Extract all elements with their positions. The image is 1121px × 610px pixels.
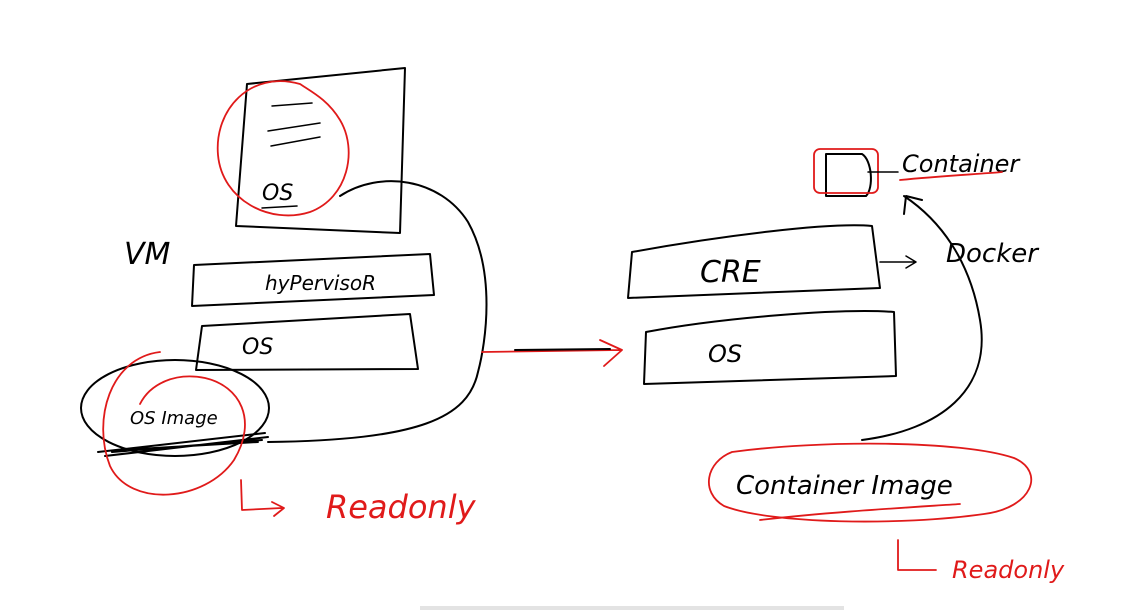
cre-box bbox=[627, 224, 881, 299]
host-os-right-label: OS bbox=[708, 340, 742, 368]
guest-box bbox=[235, 67, 406, 234]
host-os-left-box bbox=[195, 313, 419, 371]
vm-stack: OS hyPervisoR VM OS OS Image Readonly bbox=[80, 67, 488, 526]
container-stack: CRE Docker OS Container Container Image … bbox=[627, 148, 1065, 584]
cre-label: CRE bbox=[700, 255, 761, 290]
hypervisor-box bbox=[191, 253, 435, 307]
host-os-right-box bbox=[643, 310, 897, 385]
readonly-left-label: Readonly bbox=[326, 488, 477, 526]
readonly-left-arrow bbox=[240, 479, 285, 517]
hypervisor-label: hyPervisoR bbox=[265, 271, 376, 295]
cre-to-docker-arrow bbox=[879, 255, 917, 269]
container-image-underline bbox=[759, 503, 961, 521]
image-to-container-curve bbox=[861, 195, 983, 441]
vm-loop-curve bbox=[267, 180, 488, 443]
app-line-1 bbox=[271, 102, 313, 107]
readonly-right-arrow bbox=[897, 539, 937, 571]
os-image-red-circle bbox=[102, 351, 246, 496]
docker-label: Docker bbox=[946, 239, 1040, 269]
container-box-icon bbox=[825, 153, 872, 197]
os-image-label: OS Image bbox=[130, 408, 218, 429]
vm-label: VM bbox=[124, 237, 171, 272]
guest-os-underline bbox=[261, 205, 298, 209]
transition-arrow bbox=[481, 339, 623, 367]
os-image-scribble bbox=[97, 432, 269, 457]
os-image-oval bbox=[80, 359, 270, 457]
container-red-box bbox=[813, 148, 879, 194]
app-line-2 bbox=[267, 122, 321, 132]
guest-red-circle bbox=[216, 80, 350, 217]
container-image-oval bbox=[708, 442, 1033, 523]
bottom-scrollbar[interactable] bbox=[420, 606, 844, 610]
container-underline bbox=[899, 171, 1003, 181]
container-image-label: Container Image bbox=[736, 471, 953, 501]
container-label: Container bbox=[902, 150, 1021, 178]
guest-os-label: OS bbox=[262, 181, 293, 206]
readonly-right-label: Readonly bbox=[952, 556, 1065, 584]
app-line-3 bbox=[270, 136, 321, 147]
host-os-left-label: OS bbox=[242, 335, 273, 360]
